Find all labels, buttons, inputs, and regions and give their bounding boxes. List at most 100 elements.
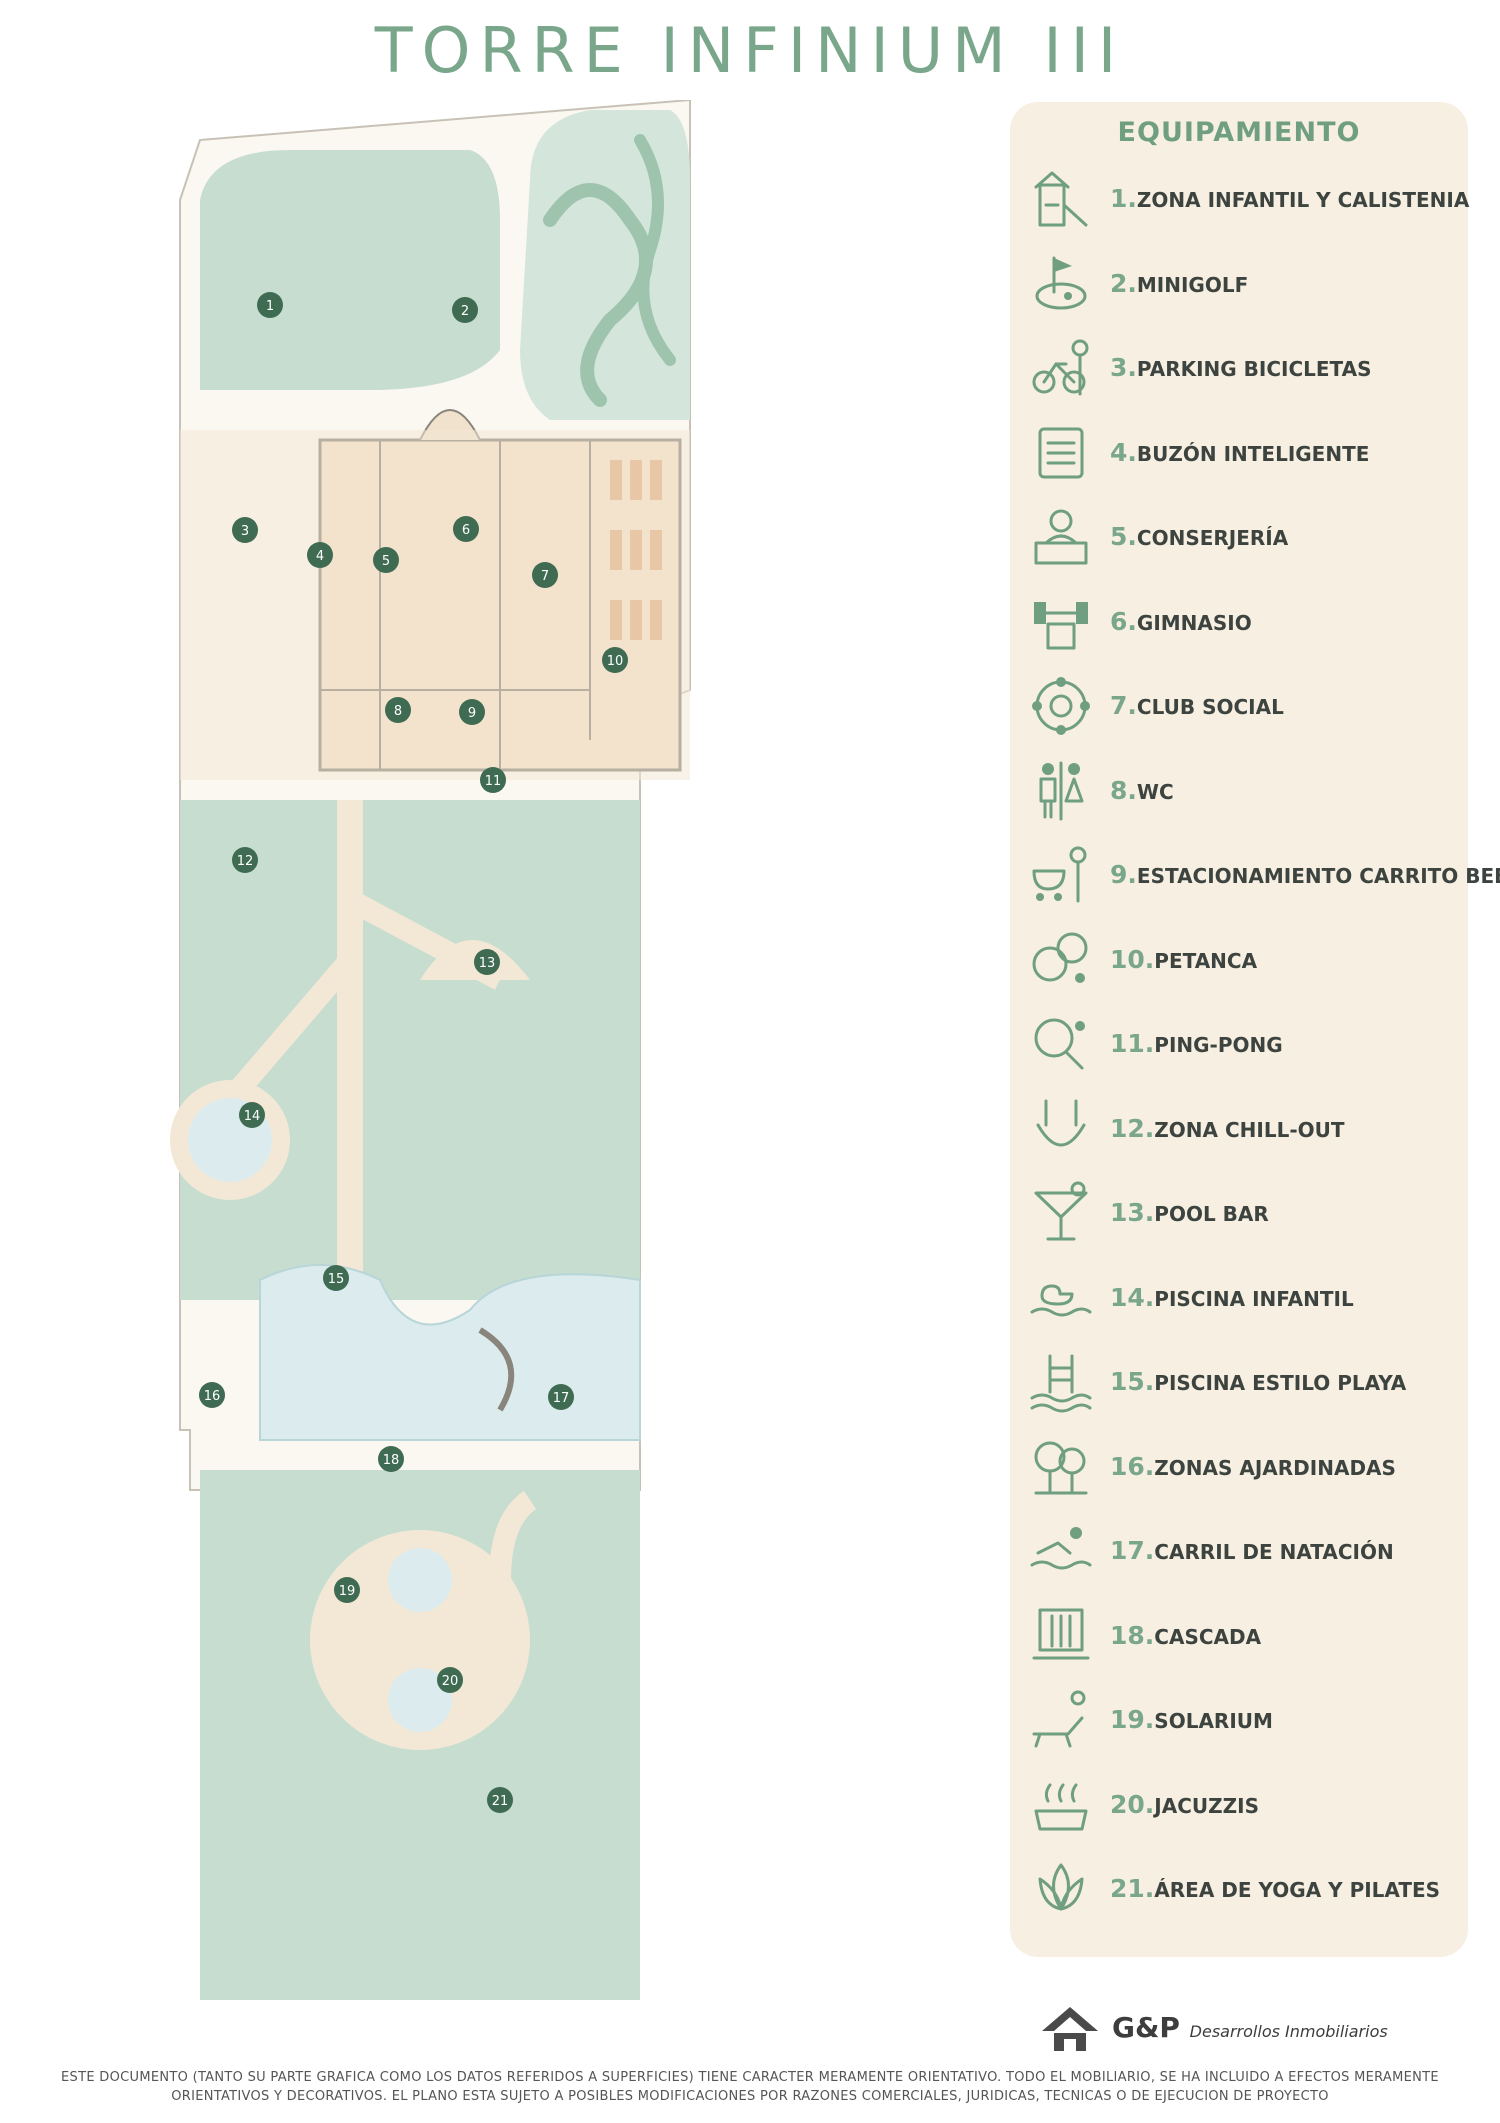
legend-item-label: PISCINA INFANTIL [1154,1286,1354,1311]
map-marker: 19 [334,1577,360,1603]
map-marker-circle [385,697,411,723]
logo-brand: G&P [1112,2011,1180,2044]
map-marker-circle [474,949,500,975]
legend-item-label: SOLARIUM [1154,1709,1273,1733]
legend-item: 3.PARKING BICICLETAS [1022,329,1462,409]
legend-item-text: 15.PISCINA ESTILO PLAYA [1110,1367,1406,1396]
legend-item-text: 6.GIMNASIO [1110,607,1252,636]
map-marker-label: 11 [485,774,502,789]
gym-icon [1034,601,1088,649]
legend-item: 1.ZONA INFANTIL Y CALISTENIA [1022,160,1469,240]
legend-item-label: WC [1136,779,1174,804]
map-marker-circle [199,1382,225,1408]
map-marker-circle [459,699,485,725]
legend-item: 14.PISCINA INFANTIL [1022,1259,1462,1339]
map-marker-label: 12 [237,854,254,869]
map-marker: 21 [487,1787,513,1813]
map-marker-circle [480,767,506,793]
mailbox-icon [1038,427,1084,478]
legend-item-text: 3.PARKING BICICLETAS [1110,353,1372,382]
duck-pool-icon [1030,1284,1092,1316]
map-marker-label: 16 [204,1389,221,1404]
legend-item-number: 1. [1110,184,1137,213]
legend-item: 8.WC [1022,752,1462,832]
map-marker: 14 [239,1102,265,1128]
legend-item: 20.JACUZZIS [1022,1766,1462,1846]
page-title: TORRE INFINIUM III [374,14,1126,87]
disclaimer-line-1: ESTE DOCUMENTO (TANTO SU PARTE GRAFICA C… [61,2070,1439,2085]
map-marker-label: 5 [382,554,390,569]
map-marker: 12 [232,847,258,873]
legend-item-number: 2. [1110,268,1137,298]
logo-subtitle: Desarrollos Inmobiliarios [1189,2022,1388,2041]
legend-item-number: 7. [1110,691,1137,720]
legend-item: 2.MINIGOLF [1022,245,1462,325]
logo-text: G&P Desarrollos Inmobiliarios [1112,2011,1388,2044]
legend-item-label: GIMNASIO [1136,610,1252,635]
swimmer-icon [1030,1527,1092,1570]
map-marker: 9 [459,699,485,725]
legend-item-number: 15. [1110,1367,1155,1396]
map-marker-circle [487,1787,513,1813]
map-marker-label: 13 [479,956,496,971]
legend-item-label: ÁREA DE YOGA Y PILATES [1154,1878,1441,1902]
legend-item-text: 5.CONSERJERÍA [1110,522,1288,551]
playground-icon [1034,171,1088,227]
legend-item: 4.BUZÓN INTELIGENTE [1022,414,1462,494]
legend-item-label: PETANCA [1154,948,1258,973]
legend-item-text: 7.CLUB SOCIAL [1110,691,1284,720]
map-marker-label: 17 [553,1391,570,1406]
pool-ladder-icon [1030,1354,1092,1413]
legend-item-label: POOL BAR [1154,1202,1269,1226]
legend-item-text: 8.WC [1110,776,1174,805]
legend-item-number: 9. [1110,860,1137,889]
legend-item: 11.PING-PONG [1022,1005,1462,1085]
legend-item-text: 21.ÁREA DE YOGA Y PILATES [1110,1874,1440,1903]
company-logo: G&P Desarrollos Inmobiliarios [1040,2005,1460,2055]
legend-item: 10.PETANCA [1022,921,1462,1001]
map-marker-label: 4 [316,549,324,564]
map-marker: 18 [378,1446,404,1472]
legend-item-number: 5. [1110,522,1137,551]
zone-garden [180,800,640,1300]
legend-item-text: 11.PING-PONG [1110,1029,1283,1058]
legend-item-label: CARRIL DE NATACIÓN [1154,1540,1394,1564]
bicycle-icon [1032,339,1089,396]
map-marker-circle [378,1446,404,1472]
jacuzzi-area [310,1530,530,1750]
map-marker: 15 [323,1265,349,1291]
legend-item-number: 17. [1110,1536,1155,1565]
legend-title: EQUIPAMIENTO [1117,117,1361,148]
legend-item-text: 1.ZONA INFANTIL Y CALISTENIA [1110,184,1469,213]
wc-icon [1039,761,1084,820]
legend-item-number: 10. [1110,944,1155,974]
legend-item: 12.ZONA CHILL-OUT [1022,1090,1462,1170]
map-marker-circle [232,517,258,543]
map-marker-circle [602,647,628,673]
legend-item: 5.CONSERJERÍA [1022,498,1462,578]
chill-out-icon [1036,1099,1086,1146]
map-marker-circle [437,1667,463,1693]
ping-pong-icon [1034,1018,1085,1070]
map-marker-circle [323,1265,349,1291]
legend-item-label: ZONAS AJARDINADAS [1154,1455,1396,1480]
trees-icon [1034,1441,1088,1494]
legend-item-text: 20.JACUZZIS [1110,1790,1259,1819]
legend-item-text: 9.ESTACIONAMIENTO CARRITO BEBÉ [1110,860,1500,889]
sunbed-icon [1032,1690,1086,1748]
map-marker: 10 [602,647,628,673]
legend-item-label: ESTACIONAMIENTO CARRITO BEBÉ [1136,864,1500,888]
legend-item-number: 13. [1110,1198,1155,1227]
legend-item-label: PISCINA ESTILO PLAYA [1154,1371,1407,1395]
legend-item-number: 21. [1110,1874,1155,1903]
logo-mark-icon [1042,2007,1098,2051]
map-marker-circle [257,292,283,318]
map-marker-circle [232,847,258,873]
map-marker: 20 [437,1667,463,1693]
legend-item-label: PARKING BICICLETAS [1136,357,1372,381]
map-marker-label: 15 [328,1272,345,1287]
map-marker-circle [373,547,399,573]
zone-playground [200,150,500,390]
map-marker: 7 [532,562,558,588]
legend-item-label: PING-PONG [1154,1033,1283,1057]
